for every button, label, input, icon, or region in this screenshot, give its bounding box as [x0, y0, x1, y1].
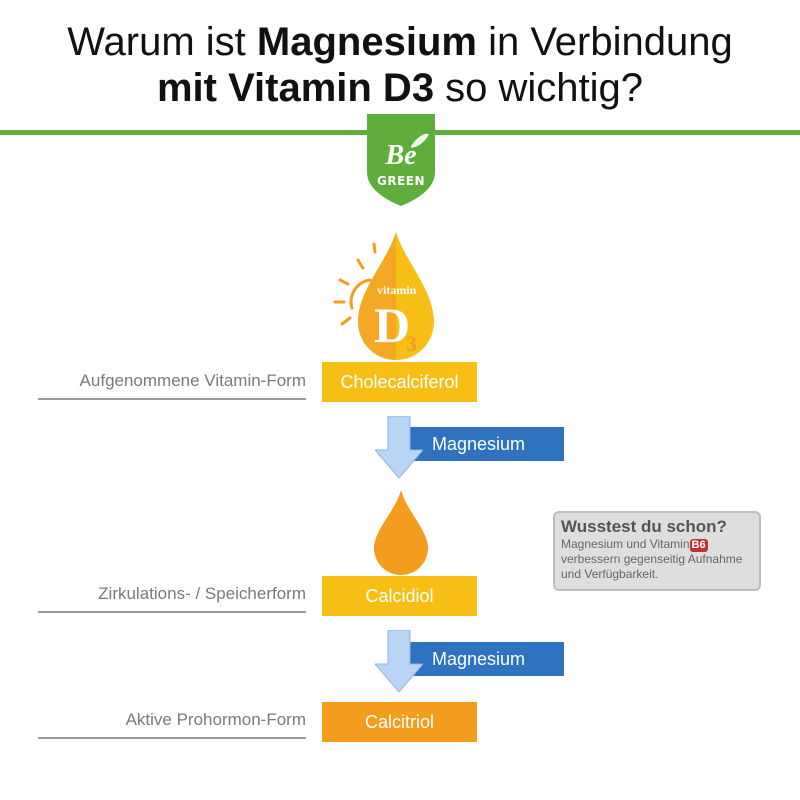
vitamin-d3-drop [330, 230, 440, 370]
stage-box-calcidiol: Calcidiol [322, 576, 477, 616]
title-line-2: mit Vitamin D3 so wichtig? [0, 66, 800, 110]
logo-green-text: GREEN [376, 174, 426, 188]
stage-underline [38, 398, 306, 400]
magnesium-tag-1: Magnesium [404, 427, 564, 461]
magnesium-tag-2: Magnesium [404, 642, 564, 676]
title-bold: Magnesium [256, 20, 477, 64]
three-subscript: 3 [406, 331, 417, 356]
be-green-logo: Be GREEN [367, 114, 435, 206]
stage-underline [38, 737, 306, 739]
vitamin-b6-badge: B6 [689, 539, 708, 552]
down-arrow-icon [375, 416, 423, 478]
stage-box-cholecalciferol: Cholecalciferol [322, 362, 477, 402]
sun-drop-icon [333, 232, 434, 360]
logo-badge-icon [367, 114, 435, 206]
stage-label-absorbed: Aufgenommene Vitamin-Form [79, 371, 306, 390]
stage-label-active: Aktive Prohormon-Form [125, 710, 306, 729]
stage-box-calcitriol: Calcitriol [322, 702, 477, 742]
stage-label-circulation: Zirkulations- / Speicherform [98, 584, 306, 603]
title-text: Warum ist [67, 20, 257, 64]
down-arrow-icon [375, 630, 423, 692]
stage-underline [38, 611, 306, 613]
title-text: in Verbindung [476, 20, 733, 64]
vitamin-word: vitamin [377, 283, 417, 297]
did-you-know-box: Wusstest du schon? Magnesium und Vitamin… [553, 511, 761, 591]
info-text-end: verbessern gegenseitig Aufnahme und Verf… [561, 552, 743, 581]
title-text: so wichtig? [434, 66, 644, 110]
info-text-start: Magnesium und Vitamin [561, 537, 690, 551]
title-bold: mit Vitamin D3 [156, 66, 435, 110]
logo-be-text: Be [385, 140, 417, 171]
calcidiol-drop-icon [372, 490, 430, 576]
d-letter: D [374, 297, 411, 353]
info-title: Wusstest du schon? [561, 517, 727, 536]
title-line-1: Warum ist Magnesium in Verbindung [0, 20, 800, 64]
